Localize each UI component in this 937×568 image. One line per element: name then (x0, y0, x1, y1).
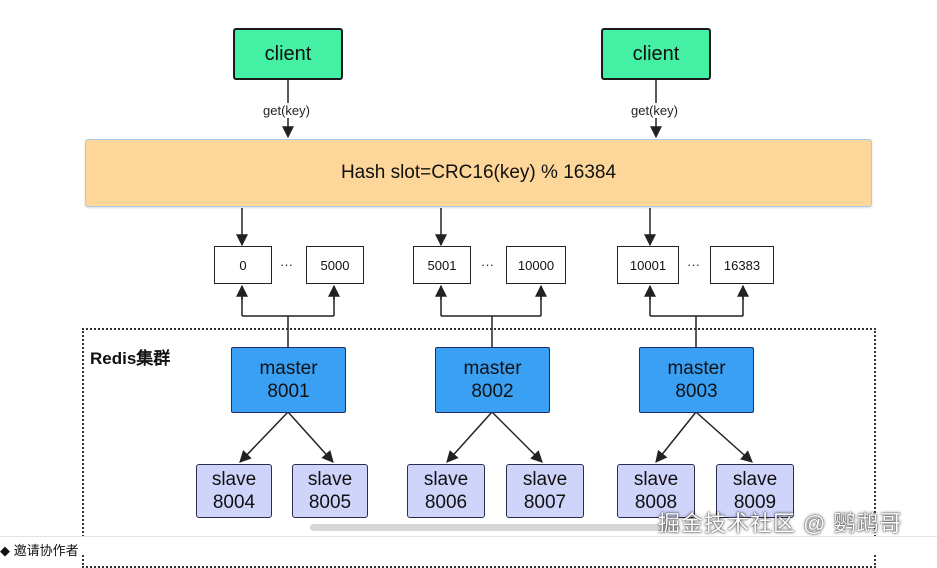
slave-node-8008[interactable]: slave 8008 (617, 464, 695, 518)
slave-node-8006-role: slave (423, 469, 469, 490)
client-1-edge-label: get(key) (262, 103, 311, 118)
slot-box-0[interactable]: 0 (214, 246, 272, 284)
slave-node-8008-port: 8008 (634, 492, 678, 513)
master-node-8002-role: master (463, 358, 522, 379)
redis-cluster-label: Redis集群 (90, 349, 171, 368)
slot-box-5000-text: 5000 (320, 257, 350, 273)
slot-group-3-dots: ··· (687, 257, 700, 272)
slave-node-8004[interactable]: slave 8004 (196, 464, 272, 518)
client-node-1[interactable]: client (233, 28, 343, 80)
client-node-2[interactable]: client (601, 28, 711, 80)
slot-box-5001-text: 5001 (427, 257, 457, 273)
slave-node-8005[interactable]: slave 8005 (292, 464, 368, 518)
slot-box-10000-text: 10000 (517, 257, 555, 273)
slot-box-16383-text: 16383 (723, 257, 761, 273)
slave-node-8009-port: 8009 (733, 492, 777, 513)
master-node-8003-role: master (667, 358, 726, 379)
slave-node-8006-port: 8006 (424, 492, 468, 513)
master-node-8002-port: 8002 (471, 381, 514, 402)
hash-slot-box[interactable]: Hash slot=CRC16(key) % 16384 (85, 139, 872, 207)
watermark-text: 掘金技术社区 @ 鹦鹉哥 (658, 511, 903, 536)
slot-group-2-dots: ··· (481, 257, 494, 272)
master-node-8001-port: 8001 (267, 381, 310, 402)
slave-node-8004-port: 8004 (212, 492, 256, 513)
client-node-2-label: client (632, 42, 680, 65)
slave-node-8007-port: 8007 (523, 492, 567, 513)
slave-node-8007-role: slave (522, 469, 568, 490)
slot-box-10001[interactable]: 10001 (617, 246, 679, 284)
slot-box-5001[interactable]: 5001 (413, 246, 471, 284)
master-node-8001[interactable]: master 8001 (231, 347, 346, 413)
slave-node-8008-role: slave (633, 469, 679, 490)
slot-group-1-dots: ··· (280, 257, 293, 272)
client-node-1-label: client (264, 42, 312, 65)
diagram-canvas: client client get(key) get(key) Hash slo… (0, 28, 937, 568)
invite-collaborator-link[interactable]: ◆ 邀请协作者 (0, 543, 79, 558)
slave-node-8009-role: slave (732, 469, 778, 490)
master-node-8002[interactable]: master 8002 (435, 347, 550, 413)
hash-slot-formula: Hash slot=CRC16(key) % 16384 (340, 162, 617, 183)
slave-node-8007[interactable]: slave 8007 (506, 464, 584, 518)
slave-node-8006[interactable]: slave 8006 (407, 464, 485, 518)
slave-node-8004-role: slave (211, 469, 257, 490)
slot-box-0-text: 0 (239, 257, 247, 273)
slot-box-10000[interactable]: 10000 (506, 246, 566, 284)
slave-node-8005-port: 8005 (308, 492, 352, 513)
master-node-8003-port: 8003 (675, 381, 718, 402)
master-node-8003[interactable]: master 8003 (639, 347, 754, 413)
slot-box-10001-text: 10001 (629, 257, 667, 273)
client-2-edge-label: get(key) (630, 103, 679, 118)
master-node-8001-role: master (259, 358, 318, 379)
slot-box-5000[interactable]: 5000 (306, 246, 364, 284)
slave-node-8005-role: slave (307, 469, 353, 490)
slave-node-8009[interactable]: slave 8009 (716, 464, 794, 518)
horizontal-scrollbar[interactable] (310, 524, 680, 531)
bottom-toolbar (0, 536, 937, 553)
slot-box-16383[interactable]: 16383 (710, 246, 774, 284)
